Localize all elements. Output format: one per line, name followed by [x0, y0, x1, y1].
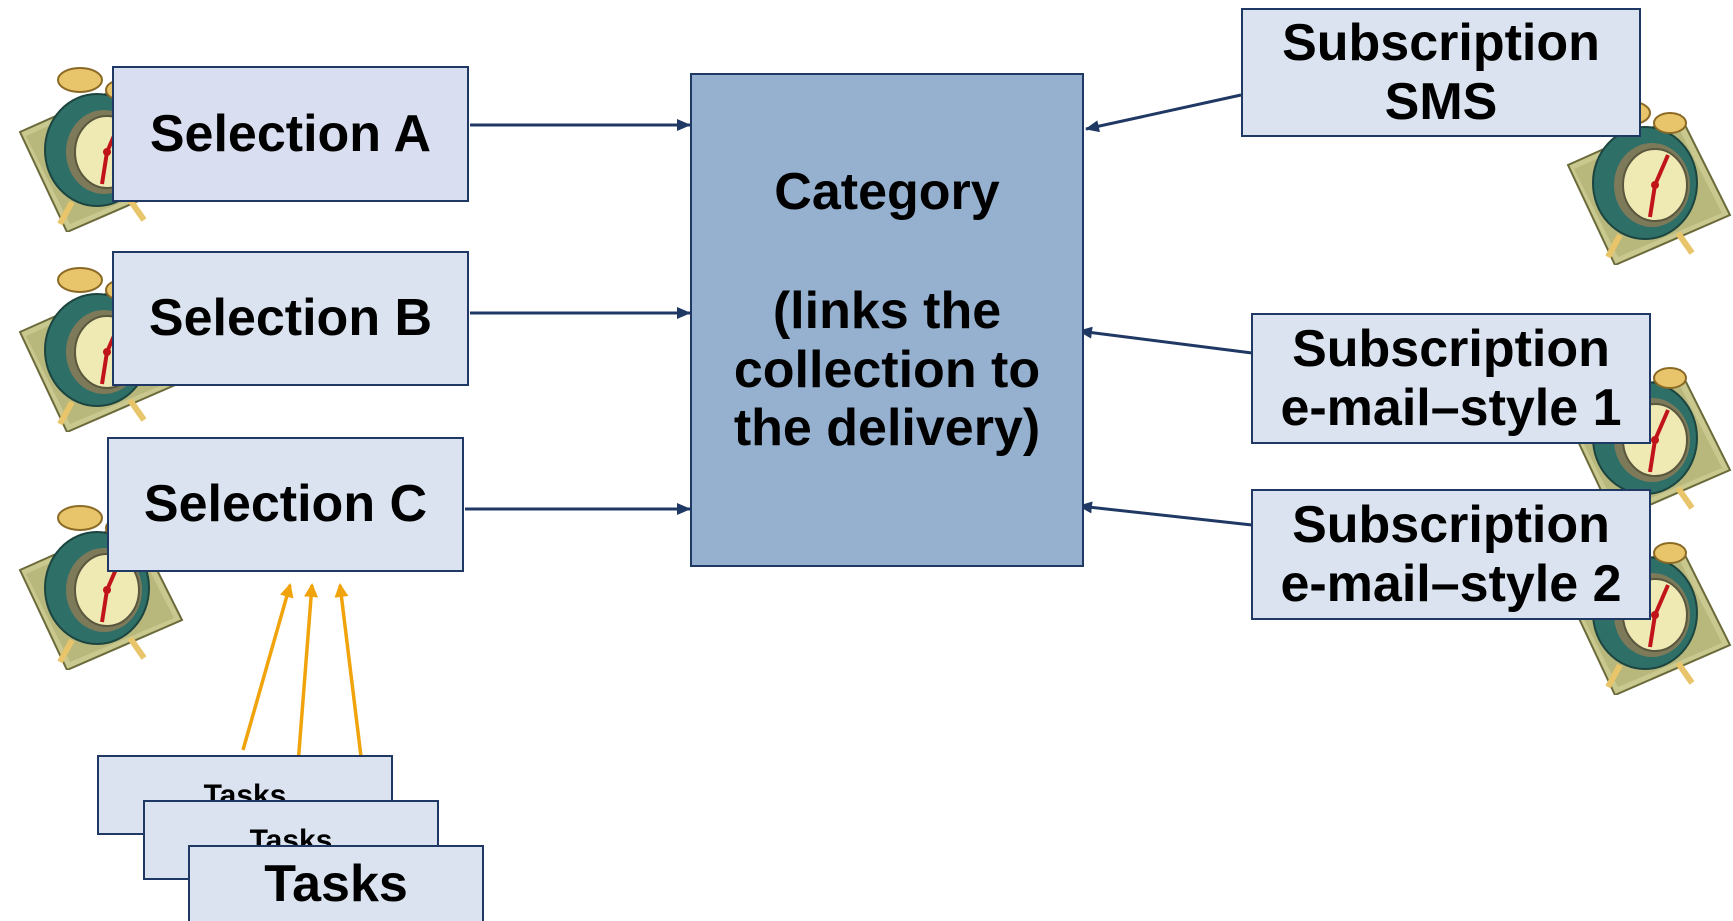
subscription-email2-box: Subscription e-mail–style 2: [1251, 489, 1651, 620]
tasks-label: Tasks: [264, 855, 408, 913]
subscription-email1-line: Subscription: [1292, 319, 1610, 378]
arrow-sms-to-category: [1085, 93, 1242, 133]
subscription-sms-box: Subscription SMS: [1241, 8, 1641, 137]
category-title: Category: [774, 163, 1000, 221]
selection-a-label: Selection A: [149, 104, 432, 163]
subscription-email1-line: e-mail–style 1: [1280, 378, 1622, 437]
subscription-email1-box: Subscription e-mail–style 1: [1251, 313, 1651, 444]
subscription-email2-line: e-mail–style 2: [1280, 554, 1622, 613]
selection-b-box: Selection B: [112, 251, 469, 386]
tasks-box-front: Tasks: [188, 845, 484, 921]
category-description-line: collection to: [733, 340, 1041, 399]
subscription-sms-line: Subscription: [1282, 13, 1600, 72]
selection-c-box: Selection C: [107, 437, 464, 572]
category-description-line: (links the: [772, 281, 1002, 340]
category-description-line: the delivery): [733, 399, 1041, 458]
arrow-email2-to-category: [1078, 501, 1253, 527]
selection-c-label: Selection C: [143, 475, 428, 534]
selection-b-label: Selection B: [148, 289, 433, 348]
arrow-task1-to-selection-c: [241, 583, 294, 751]
arrow-email1-to-category: [1078, 326, 1253, 355]
category-box: Category (links the collection to the de…: [690, 73, 1084, 567]
subscription-sms-line: SMS: [1384, 72, 1498, 131]
selection-a-box: Selection A: [112, 66, 469, 202]
subscription-email2-line: Subscription: [1292, 495, 1610, 554]
